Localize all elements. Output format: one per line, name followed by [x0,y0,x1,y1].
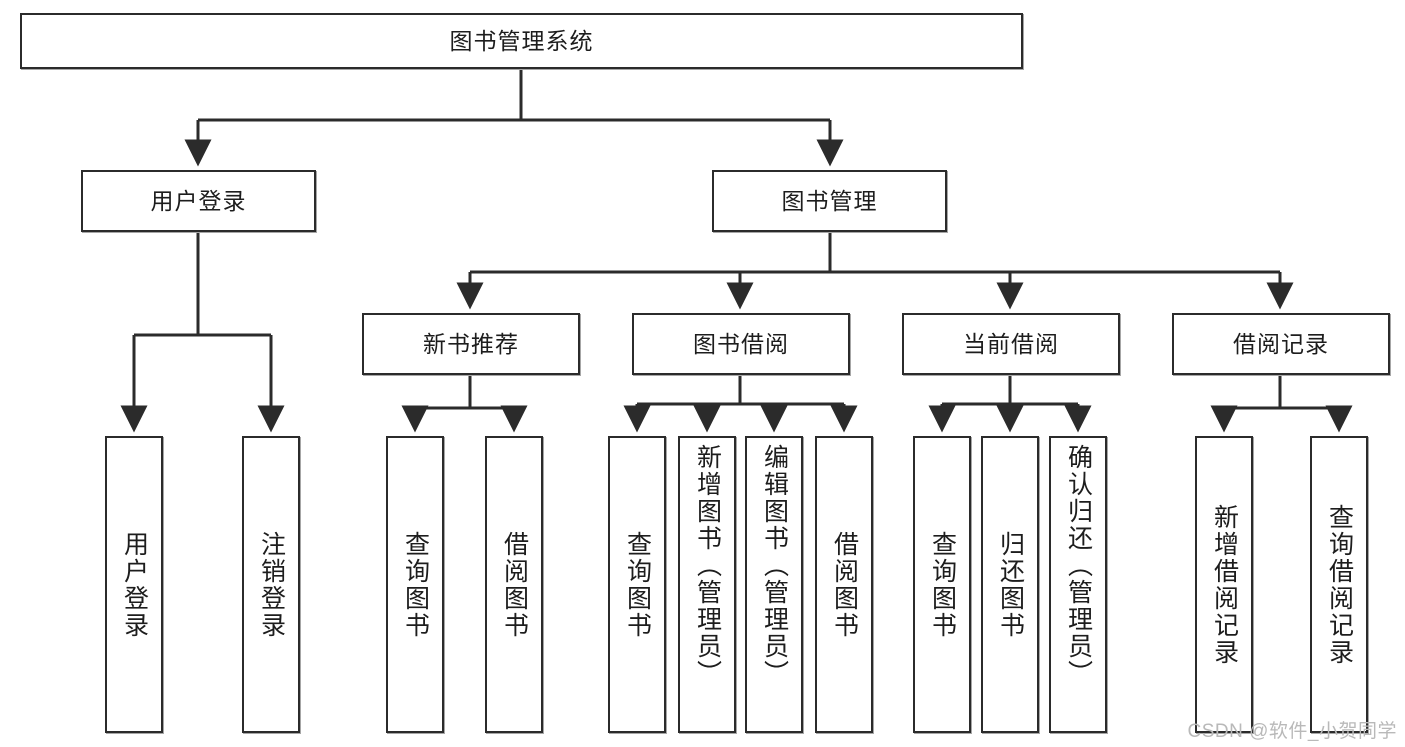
node-book-borrow[interactable]: 图书借阅 [632,313,850,375]
leaf-query-record[interactable]: 查询借阅记录 [1310,436,1368,733]
leaf-confirm-return[interactable]: 确认归还（管理员） [1049,436,1107,733]
leaf-confirm-return-label: 确认归还（管理员） [1064,444,1093,687]
node-root[interactable]: 图书管理系统 [20,13,1023,69]
leaf-user-login-label: 用户登录 [120,530,149,639]
leaf-query-book-3-label: 查询图书 [928,530,957,639]
node-new-book-recommend[interactable]: 新书推荐 [362,313,580,375]
leaf-borrow-book-2-label: 借阅图书 [830,530,859,639]
leaf-add-record[interactable]: 新增借阅记录 [1195,436,1253,733]
leaf-borrow-book-1-label: 借阅图书 [500,530,529,639]
leaf-logout-login-label: 注销登录 [257,530,286,639]
leaf-query-book-3[interactable]: 查询图书 [913,436,971,733]
node-user-login-label: 用户登录 [150,187,247,214]
node-book-borrow-label: 图书借阅 [693,330,789,357]
node-borrow-record-label: 借阅记录 [1233,330,1329,357]
node-borrow-record[interactable]: 借阅记录 [1172,313,1390,375]
leaf-add-book[interactable]: 新增图书（管理员） [678,436,736,733]
leaf-add-record-label: 新增借阅记录 [1210,503,1239,666]
node-book-management[interactable]: 图书管理 [712,170,947,232]
leaf-query-book-2-label: 查询图书 [623,530,652,639]
node-current-borrow[interactable]: 当前借阅 [902,313,1120,375]
leaf-edit-book[interactable]: 编辑图书（管理员） [745,436,803,733]
leaf-add-book-label: 新增图书（管理员） [693,444,722,687]
node-user-login[interactable]: 用户登录 [81,170,316,232]
leaf-query-book-1[interactable]: 查询图书 [386,436,444,733]
leaf-logout-login[interactable]: 注销登录 [242,436,300,733]
node-book-management-label: 图书管理 [781,187,878,214]
leaf-return-book[interactable]: 归还图书 [981,436,1039,733]
node-current-borrow-label: 当前借阅 [963,330,1059,357]
node-new-book-recommend-label: 新书推荐 [423,330,519,357]
leaf-query-record-label: 查询借阅记录 [1325,503,1354,666]
node-root-label: 图书管理系统 [449,27,594,54]
leaf-borrow-book-1[interactable]: 借阅图书 [485,436,543,733]
leaf-return-book-label: 归还图书 [996,530,1025,639]
leaf-borrow-book-2[interactable]: 借阅图书 [815,436,873,733]
leaf-query-book-1-label: 查询图书 [401,530,430,639]
watermark-text: CSDN @软件_小贺同学 [1187,721,1397,742]
leaf-edit-book-label: 编辑图书（管理员） [760,444,789,687]
leaf-query-book-2[interactable]: 查询图书 [608,436,666,733]
leaf-user-login[interactable]: 用户登录 [105,436,163,733]
